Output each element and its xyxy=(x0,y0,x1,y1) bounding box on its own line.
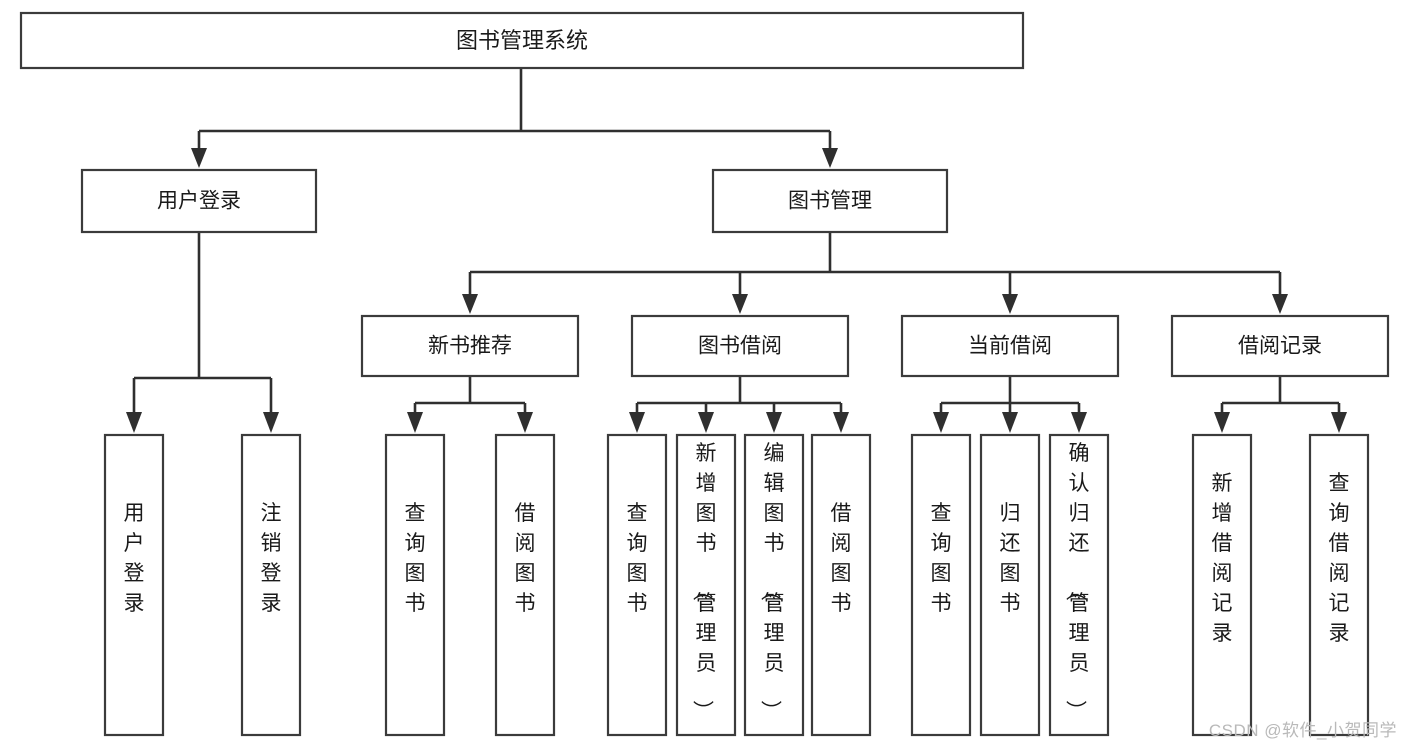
node-new-book-recommend-label: 新书推荐 xyxy=(428,335,512,358)
leaf-nb-query-book[interactable]: 查询图书 xyxy=(384,433,446,737)
leaf-nb-query-book-label: 查询图书 xyxy=(405,502,426,615)
arrow-head-bb-leaf1 xyxy=(629,412,645,433)
arrow-head-new-book xyxy=(462,294,478,314)
leaf-cb-query-book-box[interactable] xyxy=(910,433,972,737)
leaf-cb-confirm-return-label: 确认归还（管理员） xyxy=(1064,442,1090,721)
csdn-watermark: CSDN @软件_小贺同学 xyxy=(1208,721,1397,740)
node-book-borrow[interactable]: 图书借阅 xyxy=(630,314,850,378)
node-borrow-record[interactable]: 借阅记录 xyxy=(1170,314,1390,378)
node-current-borrow[interactable]: 当前借阅 xyxy=(900,314,1120,378)
leaf-br-add-record-label: 新增借阅记录 xyxy=(1212,472,1233,645)
node-user-login[interactable]: 用户登录 xyxy=(80,168,318,234)
leaf-cb-query-book-label: 查询图书 xyxy=(931,502,952,615)
leaf-cb-confirm-return-box[interactable] xyxy=(1048,433,1110,737)
node-root-box[interactable] xyxy=(19,11,1025,70)
node-book-borrow-box[interactable] xyxy=(630,314,850,378)
node-current-borrow-box[interactable] xyxy=(900,314,1120,378)
leaf-bb-add-book-label: 新增图书（管理员） xyxy=(691,442,717,721)
leaf-user-login[interactable]: 用户登录 xyxy=(103,433,165,737)
leaf-bb-query-book[interactable]: 查询图书 xyxy=(606,433,668,737)
arrow-head-nb-leaf2 xyxy=(517,412,533,433)
leaf-cb-return-book-box[interactable] xyxy=(979,433,1041,737)
node-book-management-box[interactable] xyxy=(711,168,949,234)
arrow-head-current-borrow xyxy=(1002,294,1018,314)
leaf-logout-box[interactable] xyxy=(240,433,302,737)
leaf-bb-edit-book-label: 编辑图书（管理员） xyxy=(759,442,785,721)
arrow-head-br-leaf2 xyxy=(1331,412,1347,433)
leaf-cb-confirm-return[interactable]: 确认归还（管理员） xyxy=(1048,433,1110,737)
leaf-logout-label: 注销登录 xyxy=(261,502,282,615)
node-book-management-label: 图书管理 xyxy=(788,190,872,213)
leaf-bb-add-book-box[interactable] xyxy=(675,433,737,737)
arrow-head-bb-leaf4 xyxy=(833,412,849,433)
node-new-book-recommend[interactable]: 新书推荐 xyxy=(360,314,580,378)
leaf-bb-edit-book-box[interactable] xyxy=(743,433,805,737)
arrow-head-user-login xyxy=(191,148,207,168)
leaf-bb-add-book[interactable]: 新增图书（管理员） xyxy=(675,433,737,737)
leaf-br-query-record[interactable]: 查询借阅记录 xyxy=(1308,433,1370,737)
arrow-head-book-mgmt xyxy=(822,148,838,168)
node-borrow-record-box[interactable] xyxy=(1170,314,1390,378)
node-book-borrow-label: 图书借阅 xyxy=(698,335,782,358)
arrow-head-cb-leaf1 xyxy=(933,412,949,433)
leaf-bb-borrow-book-label: 借阅图书 xyxy=(831,502,852,615)
node-user-login-label: 用户登录 xyxy=(157,190,241,213)
arrow-head-br-leaf1 xyxy=(1214,412,1230,433)
arrow-head-cb-leaf3 xyxy=(1071,412,1087,433)
leaf-user-login-box[interactable] xyxy=(103,433,165,737)
node-root-label: 图书管理系统 xyxy=(456,28,588,53)
leaf-logout[interactable]: 注销登录 xyxy=(240,433,302,737)
leaf-br-query-record-label: 查询借阅记录 xyxy=(1329,472,1350,645)
arrow-head-book-borrow xyxy=(732,294,748,314)
arrow-head-leaf-user-login xyxy=(126,412,142,433)
node-root[interactable]: 图书管理系统 xyxy=(19,11,1025,70)
leaf-cb-query-book[interactable]: 查询图书 xyxy=(910,433,972,737)
connector-layer xyxy=(126,69,1347,433)
leaf-nb-borrow-book-box[interactable] xyxy=(494,433,556,737)
leaf-br-query-record-box[interactable] xyxy=(1308,433,1370,737)
leaf-br-add-record[interactable]: 新增借阅记录 xyxy=(1191,433,1253,737)
arrow-head-borrow-record xyxy=(1272,294,1288,314)
leaf-bb-borrow-book[interactable]: 借阅图书 xyxy=(810,433,872,737)
node-new-book-recommend-box[interactable] xyxy=(360,314,580,378)
leaf-nb-borrow-book-label: 借阅图书 xyxy=(515,502,536,615)
arrow-head-nb-leaf1 xyxy=(407,412,423,433)
node-current-borrow-label: 当前借阅 xyxy=(968,335,1052,358)
leaf-br-add-record-box[interactable] xyxy=(1191,433,1253,737)
node-borrow-record-label: 借阅记录 xyxy=(1238,335,1322,358)
leaf-cb-return-book[interactable]: 归还图书 xyxy=(979,433,1041,737)
leaf-bb-borrow-book-box[interactable] xyxy=(810,433,872,737)
arrow-head-leaf-logout xyxy=(263,412,279,433)
leaf-cb-return-book-label: 归还图书 xyxy=(1000,502,1021,615)
node-book-management[interactable]: 图书管理 xyxy=(711,168,949,234)
leaf-bb-query-book-label: 查询图书 xyxy=(627,502,648,615)
leaf-bb-query-book-box[interactable] xyxy=(606,433,668,737)
leaf-nb-borrow-book[interactable]: 借阅图书 xyxy=(494,433,556,737)
arrow-head-bb-leaf2 xyxy=(698,412,714,433)
arrow-head-cb-leaf2 xyxy=(1002,412,1018,433)
leaf-bb-edit-book[interactable]: 编辑图书（管理员） xyxy=(743,433,805,737)
leaf-user-login-label: 用户登录 xyxy=(124,502,145,615)
leaf-nb-query-book-box[interactable] xyxy=(384,433,446,737)
arrow-head-bb-leaf3 xyxy=(766,412,782,433)
node-user-login-box[interactable] xyxy=(80,168,318,234)
